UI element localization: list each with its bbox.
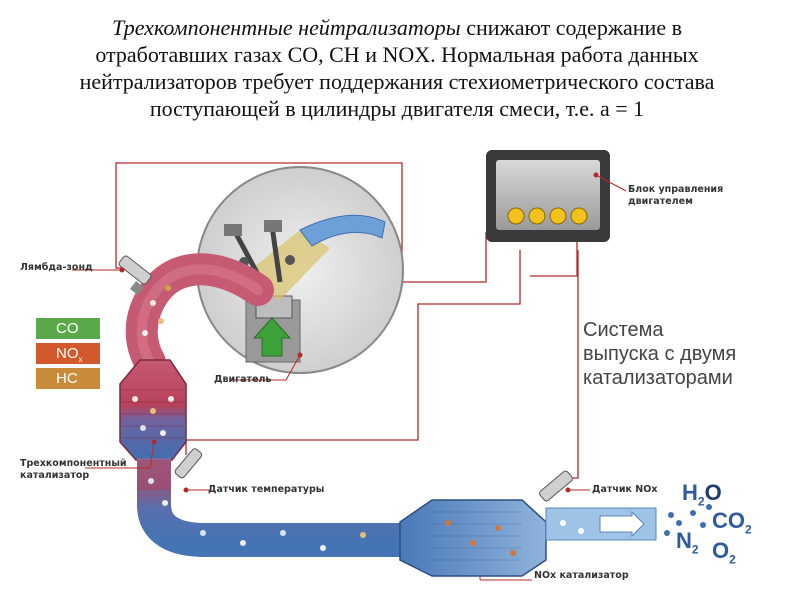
title-line2: отработавших газах CO, CH и NOX. Нормаль… (95, 42, 699, 67)
out-n-sub: 2 (691, 542, 699, 557)
title-italic: Трехкомпонентные нейтрализаторы (112, 15, 461, 40)
catalyst-label: Трехкомпонентный катализатор (20, 458, 127, 482)
gas-badge-nox: NOx (36, 343, 100, 364)
lambda-probe (118, 255, 152, 296)
engine-control-unit (486, 150, 610, 242)
out-o2-letter: O (712, 538, 730, 563)
title-line1: снижают содержание в (460, 15, 682, 40)
wire-engine (401, 232, 487, 283)
out-co-sub: 2 (745, 522, 752, 537)
gas-hc-label: HC (56, 370, 78, 387)
out-co2: CO2 (712, 508, 752, 536)
engine-cutaway (196, 166, 404, 374)
ecu-lamp-4 (570, 207, 588, 225)
wire-ecu-right (530, 232, 578, 277)
out-co: CO (712, 508, 745, 533)
out-n: N (676, 528, 692, 553)
lambda-label: Лямбда-зонд (20, 262, 93, 273)
ecu-lamp-3 (549, 207, 567, 225)
engine-label: Двигатель (214, 374, 272, 385)
nox-sensor-label: Датчик NOx (592, 484, 658, 495)
out-h-sub: 2 (697, 494, 705, 509)
gas-badge-co: CO (36, 318, 100, 339)
label-pointers (72, 172, 627, 581)
ecu-label-line1: Блок управления (628, 184, 724, 195)
wire-nox (568, 250, 579, 479)
out-n2: N2 (676, 528, 699, 556)
out-o2-sub: 2 (729, 552, 736, 567)
catalyst-label-line1: Трехкомпонентный (20, 458, 127, 469)
nox-catalyst-label: NOx катализатор (534, 570, 629, 581)
title-line4: поступающей в цилиндры двигателя смеси, … (149, 96, 645, 121)
system-description: Система выпуска с двумя катализаторами (583, 318, 736, 390)
gas-nox-label: NO (56, 345, 79, 362)
ecu-lamp-2 (528, 207, 546, 225)
title-line3: нейтрализаторов требует поддержания стех… (79, 69, 715, 94)
gas-badge-hc: HC (36, 368, 100, 389)
slide-title: Трехкомпонентные нейтрализаторы снижают … (0, 14, 794, 122)
system-line3: катализаторами (583, 367, 733, 389)
nox-catalyst-body (399, 499, 547, 577)
nox-sensor (539, 470, 573, 502)
gas-co-label: CO (56, 320, 79, 337)
wire-lambda (115, 162, 403, 270)
ecu-label: Блок управления двигателем (628, 184, 723, 208)
catalyst-label-line2: катализатор (20, 470, 90, 481)
temperature-sensor (174, 448, 203, 479)
temp-sensor-label: Датчик температуры (208, 484, 325, 495)
system-line1: Система (583, 319, 664, 341)
gas-nox-sub: x (78, 355, 83, 364)
out-o: O (704, 480, 722, 505)
ecu-lamp-1 (507, 207, 525, 225)
system-line2: выпуска с двумя (583, 343, 737, 365)
out-h: H (682, 480, 698, 505)
ecu-label-line2: двигателем (628, 196, 693, 207)
out-o2: O2 (712, 538, 736, 566)
out-h2o: H2O (682, 480, 722, 508)
